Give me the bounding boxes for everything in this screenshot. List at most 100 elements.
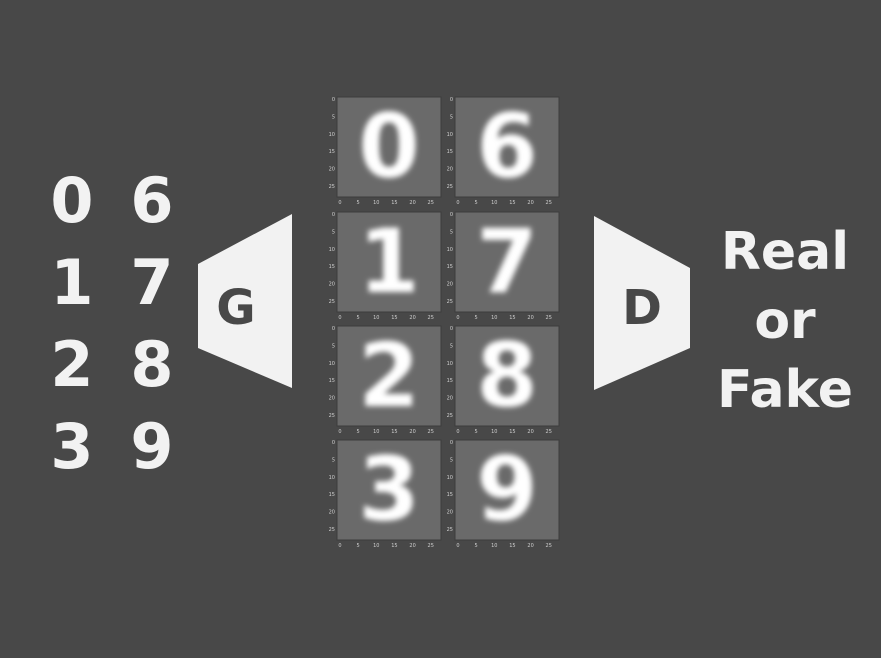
x-tick-label: 25 xyxy=(546,429,552,435)
x-tick-label: 20 xyxy=(527,200,533,206)
x-tick-label: 25 xyxy=(546,315,552,321)
sample-digit-glyph: 1 xyxy=(358,210,419,313)
input-digit: 2 xyxy=(50,328,94,401)
y-tick-label: 5 xyxy=(332,229,335,235)
x-tick-label: 0 xyxy=(456,543,459,549)
x-tick-label: 0 xyxy=(338,200,341,206)
input-digit: 6 xyxy=(130,164,174,237)
y-tick-label: 0 xyxy=(332,326,335,332)
input-digit: 1 xyxy=(50,246,94,319)
x-tick-label: 10 xyxy=(491,200,497,206)
discriminator-label: D xyxy=(622,280,662,336)
y-tick-label: 0 xyxy=(332,440,335,446)
y-tick-label: 20 xyxy=(329,396,335,402)
y-tick-label: 10 xyxy=(447,132,453,138)
generator-label: G xyxy=(216,280,256,336)
sample-frame xyxy=(336,439,442,541)
input-digit: 8 xyxy=(130,328,174,401)
x-tick-label: 10 xyxy=(491,315,497,321)
x-tick-label: 0 xyxy=(456,429,459,435)
y-tick-label: 10 xyxy=(329,475,335,481)
y-tick-label: 10 xyxy=(329,132,335,138)
x-tick-label: 5 xyxy=(357,200,360,206)
x-tick-label: 0 xyxy=(338,429,341,435)
sample-digit-glyph: 2 xyxy=(358,324,419,427)
x-tick-label: 25 xyxy=(428,200,434,206)
input-digit: 9 xyxy=(130,410,174,483)
x-tick-label: 5 xyxy=(357,429,360,435)
x-tick-label: 25 xyxy=(546,543,552,549)
input-digit: 0 xyxy=(50,164,94,237)
x-tick-label: 10 xyxy=(373,429,379,435)
y-tick-label: 5 xyxy=(450,229,453,235)
x-tick-label: 0 xyxy=(338,543,341,549)
y-tick-label: 5 xyxy=(450,457,453,463)
x-tick-label: 25 xyxy=(428,429,434,435)
y-tick-label: 15 xyxy=(329,149,335,155)
x-tick-label: 5 xyxy=(357,315,360,321)
x-tick-label: 25 xyxy=(428,543,434,549)
x-tick-label: 0 xyxy=(456,315,459,321)
output-fake: Fake xyxy=(716,360,854,420)
x-tick-label: 25 xyxy=(546,200,552,206)
x-tick-label: 20 xyxy=(527,543,533,549)
sample-frame xyxy=(454,439,560,541)
y-tick-label: 20 xyxy=(447,396,453,402)
output-or: or xyxy=(754,291,816,351)
x-tick-label: 15 xyxy=(391,200,397,206)
y-tick-label: 20 xyxy=(447,167,453,173)
sample-frame xyxy=(336,96,442,198)
x-tick-label: 15 xyxy=(391,543,397,549)
y-tick-label: 5 xyxy=(450,343,453,349)
generator-trapezoid-icon xyxy=(198,214,292,388)
x-tick-label: 0 xyxy=(338,315,341,321)
input-digit: 7 xyxy=(130,246,174,319)
y-tick-label: 25 xyxy=(447,299,453,305)
input-digit: 3 xyxy=(50,410,94,483)
sample-frame xyxy=(336,325,442,427)
y-tick-label: 10 xyxy=(329,361,335,367)
x-tick-label: 5 xyxy=(475,543,478,549)
y-tick-label: 5 xyxy=(332,114,335,120)
x-tick-label: 20 xyxy=(409,429,415,435)
x-tick-label: 15 xyxy=(391,429,397,435)
y-tick-label: 5 xyxy=(332,457,335,463)
y-tick-label: 20 xyxy=(447,510,453,516)
y-tick-label: 20 xyxy=(329,282,335,288)
y-tick-label: 25 xyxy=(329,184,335,190)
y-tick-label: 0 xyxy=(332,212,335,218)
sample-digit-glyph: 6 xyxy=(476,95,537,198)
y-tick-label: 15 xyxy=(447,492,453,498)
x-tick-label: 5 xyxy=(475,429,478,435)
x-tick-label: 5 xyxy=(475,200,478,206)
y-tick-label: 25 xyxy=(447,527,453,533)
x-tick-label: 0 xyxy=(456,200,459,206)
y-tick-label: 15 xyxy=(447,264,453,270)
sample-frame xyxy=(454,96,560,198)
y-tick-label: 25 xyxy=(329,299,335,305)
y-tick-label: 20 xyxy=(447,282,453,288)
y-tick-label: 15 xyxy=(447,149,453,155)
x-tick-label: 10 xyxy=(491,429,497,435)
y-tick-label: 20 xyxy=(329,167,335,173)
output-real: Real xyxy=(720,222,850,282)
sample-digit-glyph: 3 xyxy=(358,438,419,541)
y-tick-label: 20 xyxy=(329,510,335,516)
discriminator-trapezoid-icon xyxy=(594,216,690,390)
x-tick-label: 15 xyxy=(509,200,515,206)
sample-frame xyxy=(454,211,560,313)
x-tick-label: 15 xyxy=(509,429,515,435)
y-tick-label: 5 xyxy=(450,114,453,120)
sample-digit-glyph: 7 xyxy=(476,210,537,313)
y-tick-label: 0 xyxy=(450,440,453,446)
y-tick-label: 0 xyxy=(450,212,453,218)
sample-digit-glyph: 0 xyxy=(358,95,419,198)
y-tick-label: 0 xyxy=(450,97,453,103)
